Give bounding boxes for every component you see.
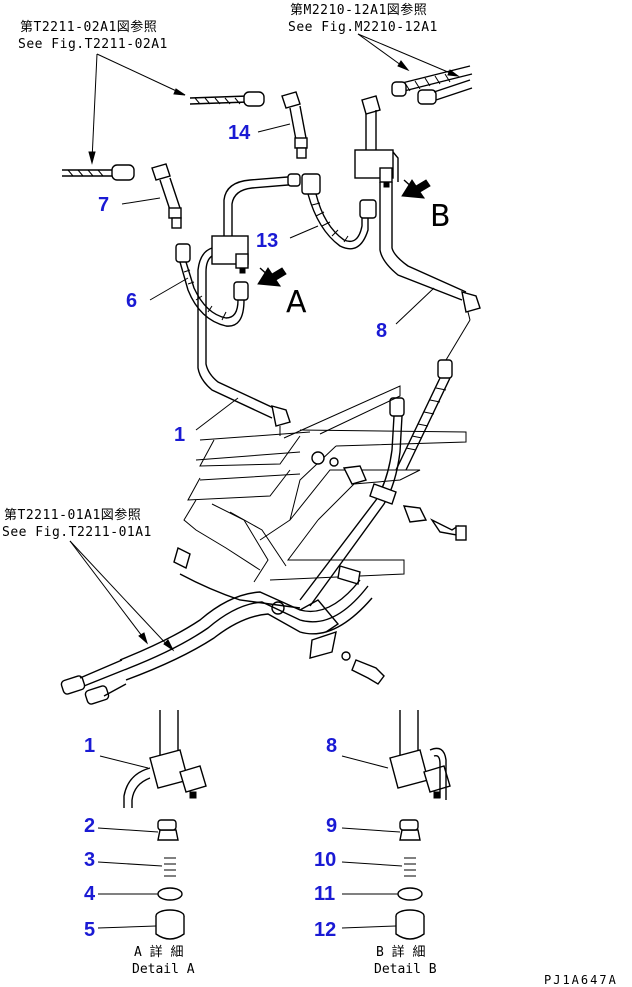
part-number-13: 13: [256, 230, 278, 252]
chassis-plate: [183, 385, 467, 583]
elbow-7: [151, 163, 182, 229]
hose-13: [301, 173, 377, 250]
view-letter-a: A: [286, 285, 307, 320]
block-b-assembly: [354, 95, 481, 321]
part-number-6: 6: [126, 290, 137, 312]
detail-a-part-2: 2: [84, 815, 95, 837]
hose-top-right: [391, 65, 473, 105]
ref-mid-left-jp: 第T2211-01A1図参照: [4, 507, 141, 523]
reference-leaders: [69, 33, 460, 652]
detail-b-part-12: 12: [314, 919, 336, 941]
ref-top-right-jp: 第M2210-12A1図参照: [290, 2, 427, 18]
detail-a-part-4: 4: [84, 883, 96, 905]
detail-b-part-8: 8: [326, 735, 337, 757]
block-a-assembly: [197, 173, 301, 436]
detail-a-drawing: [97, 710, 207, 940]
hose-8: [395, 319, 471, 471]
ref-top-left-jp: 第T2211-02A1図参照: [20, 19, 157, 35]
clamps: [173, 451, 467, 685]
part-number-8: 8: [376, 320, 387, 342]
view-arrow-b: [401, 179, 431, 199]
detail-b-drawing: [341, 710, 451, 940]
part-number-7: 7: [98, 194, 109, 216]
detail-b-label-jp: B 詳 細: [376, 944, 425, 960]
ref-top-right-en: See Fig.M2210-12A1: [288, 20, 438, 35]
detail-b-label-en: Detail B: [374, 962, 437, 977]
detail-a-part-3: 3: [84, 849, 95, 871]
detail-a-part-1: 1: [84, 735, 95, 757]
detail-a-label-en: Detail A: [132, 962, 195, 977]
part-number-14: 14: [228, 122, 251, 144]
detail-a-label-jp: A 詳 細: [134, 944, 183, 960]
ref-top-left-en: See Fig.T2211-02A1: [18, 37, 168, 52]
lower-hoses: [60, 573, 373, 705]
view-arrow-a: [257, 267, 287, 287]
detail-a-part-5: 5: [84, 919, 95, 941]
detail-b-part-11: 11: [314, 883, 335, 905]
ref-mid-left-en: See Fig.T2211-01A1: [2, 525, 152, 540]
drawing-code: PJ1A647A: [544, 973, 618, 987]
part-number-1: 1: [174, 424, 185, 446]
hose-top-left: [62, 91, 265, 181]
elbow-14: [281, 91, 308, 159]
hose-6: [175, 243, 249, 327]
detail-b-part-10: 10: [314, 849, 336, 871]
view-letter-b: B: [430, 199, 451, 234]
detail-b-part-9: 9: [326, 815, 337, 837]
callout-leaders: [121, 123, 435, 431]
